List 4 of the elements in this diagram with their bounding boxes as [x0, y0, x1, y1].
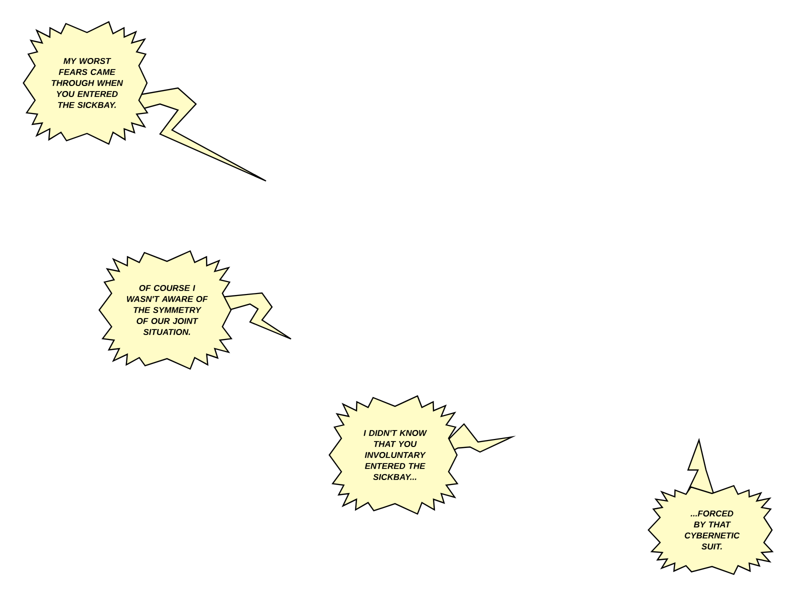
speech-bubble: ...FORCED BY THAT CYBERNETIC SUIT.: [648, 438, 774, 576]
speech-bubble: MY WORST FEARS CAME THROUGH WHEN YOU ENTERED THE SICKBAY.: [22, 21, 267, 182]
speech-bubble: OF COURSE I WASN'T AWARE OF THE SYMMETRY OF OUR JOINT SITUATION.: [98, 250, 292, 370]
speech-bubble: I DIDN'T KNOW THAT YOU INVOLUNTARY ENTERED THE SICKBAY...: [328, 395, 516, 515]
